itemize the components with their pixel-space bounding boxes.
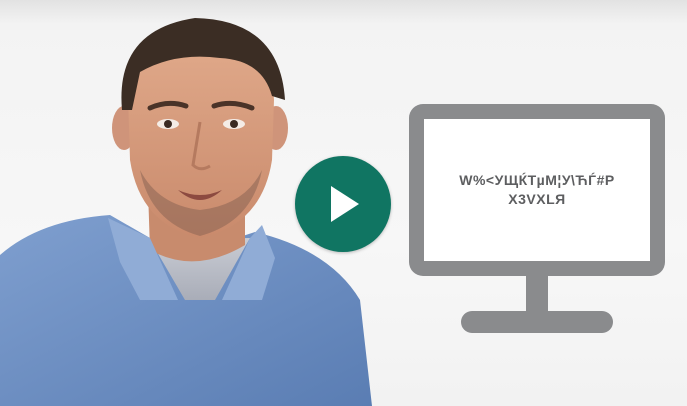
monitor-illustration: W%<УЩЌТµМ¦У\ЋЃ#Р X3VXLЯ [409,104,665,333]
monitor-neck [526,276,548,316]
presenter-image [0,18,372,406]
screen-text-line-2: X3VXLЯ [508,191,566,207]
play-button[interactable] [295,156,391,252]
play-icon [331,186,359,222]
screen-text-line-1: W%<УЩЌТµМ¦У\ЋЃ#Р [459,172,615,188]
monitor-stand [461,311,613,333]
monitor-bezel: W%<УЩЌТµМ¦У\ЋЃ#Р X3VXLЯ [409,104,665,276]
monitor-screen: W%<УЩЌТµМ¦У\ЋЃ#Р X3VXLЯ [424,119,650,261]
